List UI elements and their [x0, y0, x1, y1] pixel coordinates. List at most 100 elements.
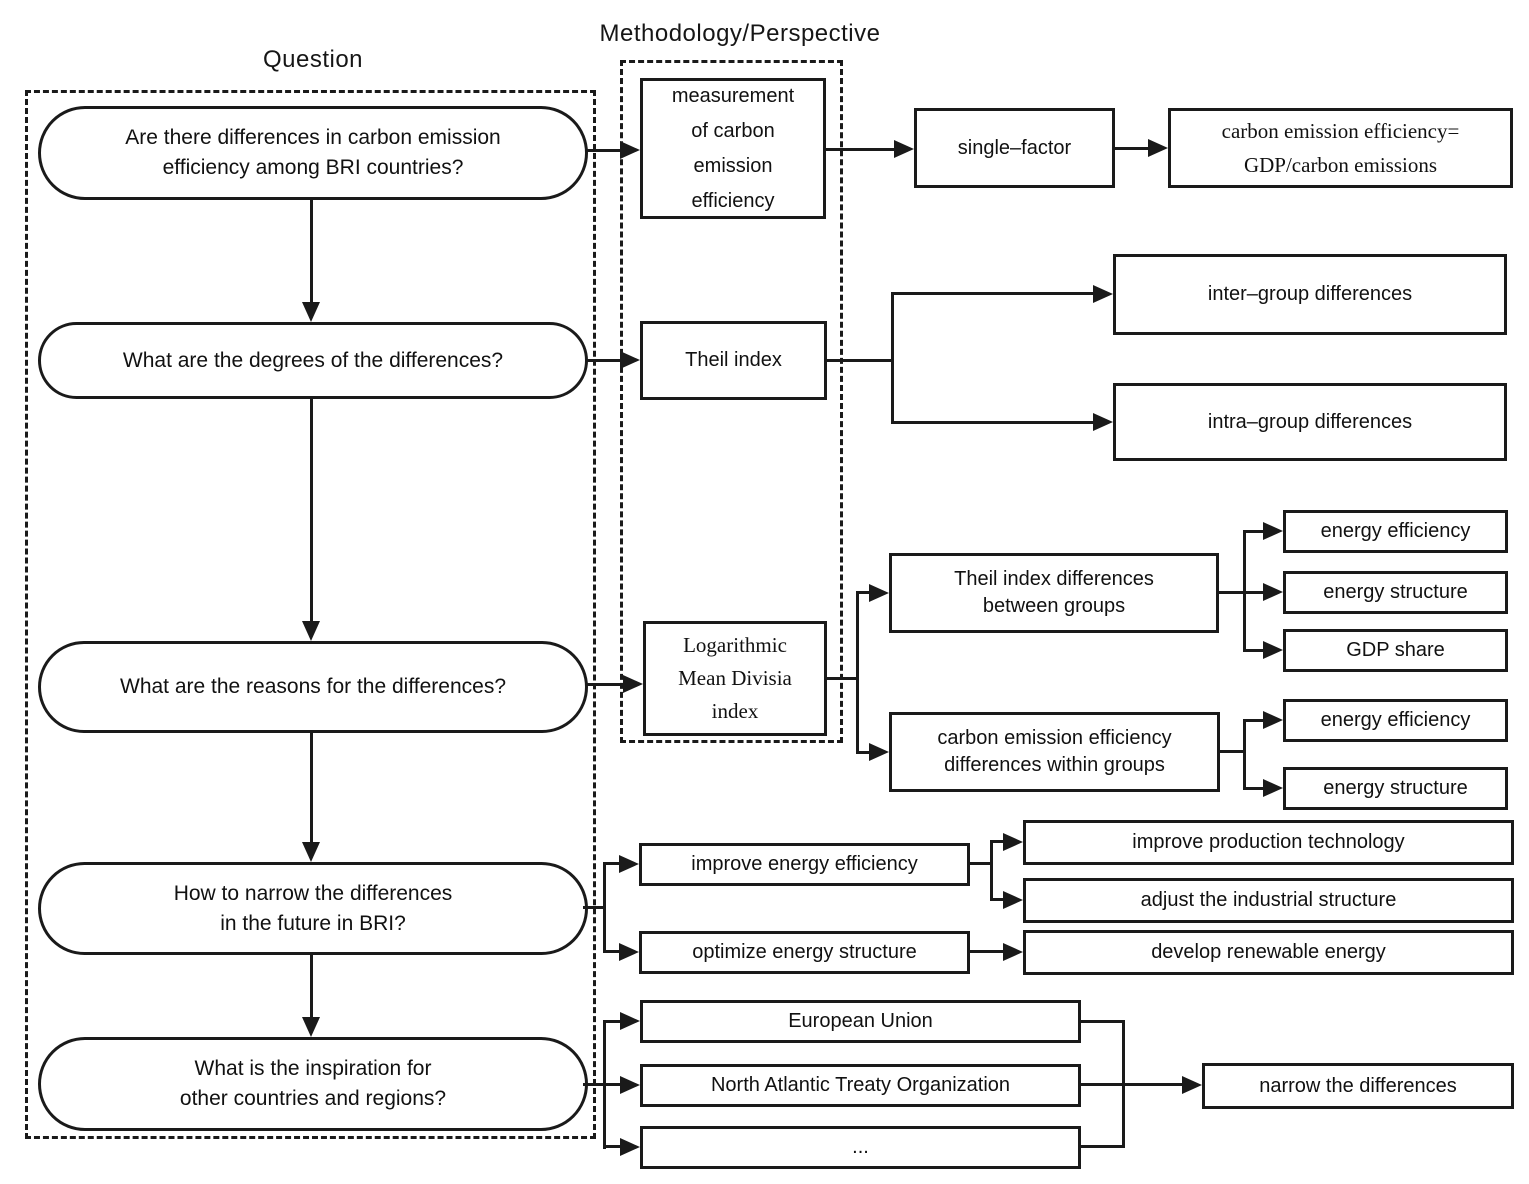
action-box-optimize-energy-structure: optimize energy structure [639, 931, 970, 974]
connector-q5-others-line [603, 1145, 622, 1148]
connector-q3-q4-line [310, 733, 313, 843]
method-box-lmdi: Logarithmic Mean Divisia index [643, 621, 827, 736]
methodology-column-title: Methodology/Perspective [599, 20, 881, 47]
result-text: Theil index differences [954, 568, 1154, 590]
connector-theil-intragroup-line [891, 421, 1095, 424]
question-box-degrees: What are the degrees of the differences? [38, 322, 588, 399]
connector-q1-measurement-arrowhead [620, 141, 640, 159]
result-box-intra-group: intra–group differences [1113, 383, 1507, 461]
method-box-measurement: measurement of carbon emission efficienc… [640, 78, 826, 219]
factor-box-energy-structure-between: energy structure [1283, 571, 1508, 614]
question-box-narrow-future: How to narrow the differences in the fut… [38, 862, 588, 955]
connector-optimize-develop-arrowhead [1003, 943, 1023, 961]
result-box-theil-between-groups: Theil index differences between groups [889, 553, 1219, 633]
connector-lmdi-branch-stem [827, 677, 859, 680]
connector-q5-eu-line [603, 1020, 622, 1023]
connector-within-ee-line [1243, 719, 1265, 722]
connector-between-es-arrowhead [1263, 583, 1283, 601]
connector-others-merge-line [1081, 1145, 1125, 1148]
connector-theil-branch-vertical [891, 292, 894, 424]
method-text: index [711, 699, 759, 723]
method-text: measurement [671, 84, 795, 107]
region-box-european-union: European Union [640, 1000, 1081, 1043]
method-text: of carbon [691, 119, 775, 142]
factor-text: energy structure [1323, 581, 1468, 603]
method-text: efficiency [691, 189, 775, 212]
method-text: Theil index [685, 349, 782, 371]
connector-q4-branch-stem [583, 906, 606, 909]
question-box-reasons: What are the reasons for the differences… [38, 641, 588, 733]
factor-box-energy-structure-within: energy structure [1283, 767, 1508, 810]
connector-between-factors-stem [1219, 591, 1246, 594]
formula-text: GDP/carbon emissions [1243, 153, 1438, 177]
action-text: adjust the industrial structure [1140, 889, 1397, 911]
connector-q3-lmdi-line [585, 683, 625, 686]
connector-q5-branch-stem [583, 1083, 606, 1086]
action-text: improve energy efficiency [691, 853, 918, 875]
connector-q4-branch-vertical [603, 862, 606, 953]
connector-q3-q4-arrowhead [302, 842, 320, 862]
connector-q4-optimize-arrowhead [619, 943, 639, 961]
connector-lmdi-between-line [856, 591, 871, 594]
result-text: inter–group differences [1207, 283, 1413, 305]
connector-theil-intragroup-arrowhead [1093, 413, 1113, 431]
connector-between-es-line [1243, 591, 1265, 594]
methodology-dashed-frame [620, 60, 843, 743]
connector-q4-improve-arrowhead [619, 855, 639, 873]
action-box-improve-energy-efficiency: improve energy efficiency [639, 843, 970, 886]
region-box-nato: North Atlantic Treaty Organization [640, 1064, 1081, 1107]
connector-theil-branch-stem [827, 359, 894, 362]
question-text: Are there differences in carbon emission [125, 126, 501, 149]
connector-q5-nato-line [603, 1083, 622, 1086]
action-box-adjust-industrial-structure: adjust the industrial structure [1023, 878, 1514, 923]
connector-lmdi-within-arrowhead [869, 743, 889, 761]
method-box-theil-index: Theil index [640, 321, 827, 400]
connector-q2-q3-arrowhead [302, 621, 320, 641]
connector-between-gdp-arrowhead [1263, 641, 1283, 659]
connector-lmdi-within-line [856, 751, 871, 754]
region-text: European Union [788, 1010, 933, 1032]
connector-singlefactor-formula-arrowhead [1148, 139, 1168, 157]
factor-text: energy structure [1323, 777, 1468, 799]
connector-q3-lmdi-arrowhead [623, 675, 643, 693]
connector-q4-optimize-line [603, 950, 621, 953]
connector-improve-tech-line [990, 840, 1005, 843]
connector-q1-q2-line [310, 200, 313, 303]
result-box-narrow-differences: narrow the differences [1202, 1063, 1514, 1109]
question-text: in the future in BRI? [220, 911, 406, 935]
formula-text: carbon emission efficiency= [1221, 119, 1460, 143]
connector-lmdi-between-arrowhead [869, 584, 889, 602]
connector-improve-branch-vertical [990, 840, 993, 901]
connector-within-ee-arrowhead [1263, 711, 1283, 729]
question-text: other countries and regions? [179, 1087, 447, 1110]
connector-q1-q2-arrowhead [302, 302, 320, 322]
connector-within-es-line [1243, 787, 1265, 790]
connector-theil-intergroup-arrowhead [1093, 285, 1113, 303]
connector-measurement-singlefactor-arrowhead [894, 140, 914, 158]
factor-text: energy efficiency [1320, 709, 1471, 731]
question-text: efficiency among BRI countries? [162, 156, 464, 179]
connector-between-ee-line [1243, 530, 1265, 533]
connector-singlefactor-formula-line [1115, 147, 1150, 150]
action-text: develop renewable energy [1151, 941, 1386, 963]
method-text: emission [693, 154, 773, 177]
connector-measurement-singlefactor-line [826, 148, 896, 151]
connector-q2-theil-line [585, 359, 622, 362]
question-box-differences-exist: Are there differences in carbon emission… [38, 106, 588, 200]
connector-optimize-develop-line [970, 950, 1005, 953]
connector-q5-others-arrowhead [620, 1138, 640, 1156]
action-text: optimize energy structure [692, 941, 917, 963]
factor-box-gdp-share: GDP share [1283, 629, 1508, 672]
connector-theil-intergroup-line [891, 292, 1095, 295]
question-box-inspiration: What is the inspiration for other countr… [38, 1037, 588, 1131]
question-text: What are the degrees of the differences? [122, 348, 504, 372]
result-text: single–factor [957, 136, 1072, 159]
factor-text: GDP share [1346, 639, 1445, 661]
connector-between-ee-arrowhead [1263, 522, 1283, 540]
connector-q1-measurement-line [585, 149, 622, 152]
connector-q5-eu-arrowhead [620, 1012, 640, 1030]
connector-within-factors-vertical [1243, 719, 1246, 790]
connector-between-gdp-line [1243, 649, 1265, 652]
result-text: between groups [982, 595, 1126, 617]
